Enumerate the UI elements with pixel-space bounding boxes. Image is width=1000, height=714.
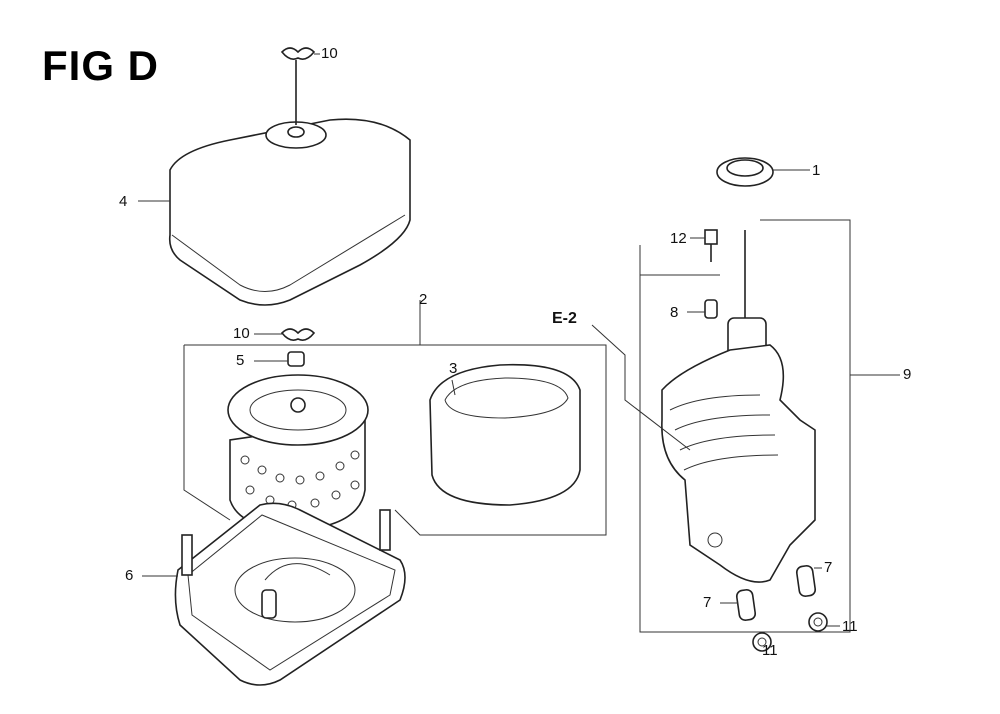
callout-8: 8 xyxy=(670,304,679,321)
bolt-part xyxy=(690,229,718,262)
callout-5: 5 xyxy=(236,352,245,369)
callout-9: 9 xyxy=(903,366,912,383)
callout-7-right: 7 xyxy=(824,559,833,576)
reference-e2-label: E-2 xyxy=(552,310,577,327)
callout-10: 10 xyxy=(321,45,338,62)
callout-11-lower: 11 xyxy=(762,642,778,659)
seal-ring-part xyxy=(716,157,810,187)
figure-title: FIG D xyxy=(42,42,159,89)
callout-2: 2 xyxy=(419,291,428,308)
callout-6: 6 xyxy=(125,567,134,584)
callout-1: 1 xyxy=(812,162,821,179)
callout-3: 3 xyxy=(449,360,458,377)
elbow-duct-part xyxy=(661,230,816,583)
tube-part xyxy=(720,565,822,621)
callout-7-left: 7 xyxy=(703,594,712,611)
wing-nut-part xyxy=(280,47,320,60)
filter-element-part xyxy=(227,374,369,531)
nut-part xyxy=(752,612,840,652)
callout-11-right: 11 xyxy=(842,618,858,635)
collar-part xyxy=(687,299,718,319)
air-cleaner-cover-part xyxy=(168,60,411,306)
callout-12: 12 xyxy=(670,230,687,247)
air-cleaner-base-part xyxy=(142,502,406,686)
callout-4: 4 xyxy=(119,193,128,210)
foam-filter-part xyxy=(429,363,581,506)
callout-10-lower: 10 xyxy=(233,325,250,342)
